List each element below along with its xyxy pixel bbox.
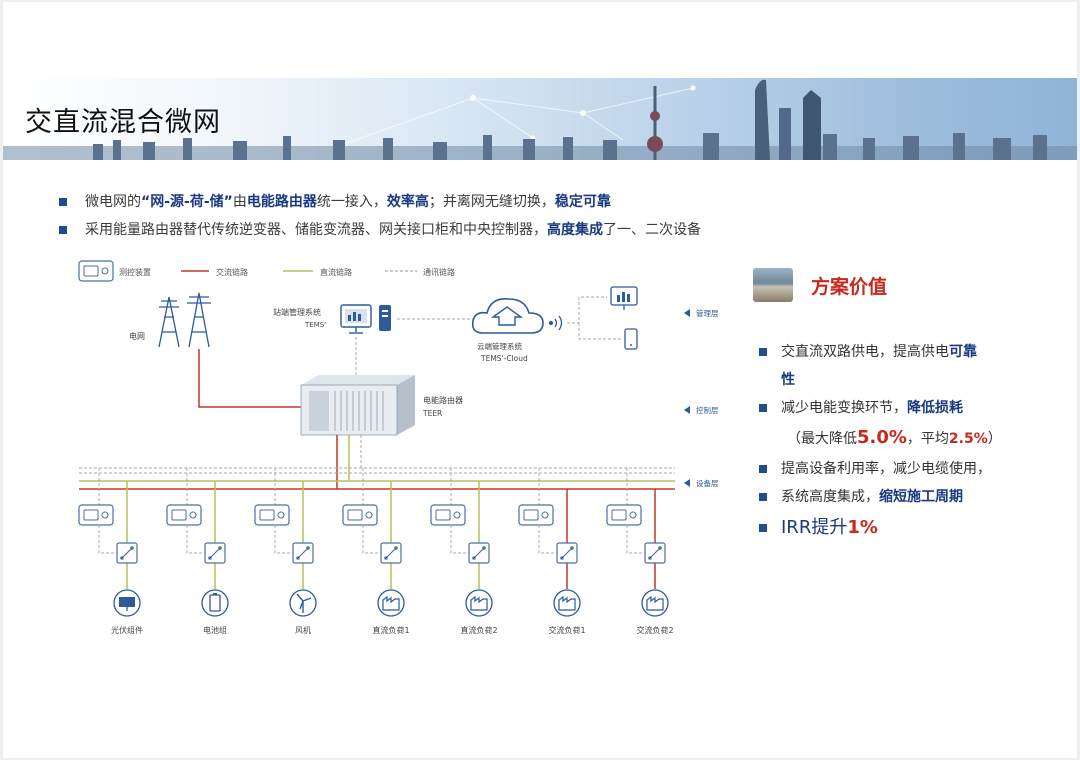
bullet-square-icon — [759, 524, 767, 532]
value-item-reliability: 交直流双路供电，提高供电可靠 性 — [757, 338, 1047, 394]
microgrid-diagram: 测控装置 交流链路 直流链路 通讯链路 电网 站端管理系统 TEMS' — [78, 260, 719, 635]
page-title: 交直流混合微网 — [25, 107, 221, 138]
load-label: 直流负荷2 — [460, 625, 497, 635]
value-list: 交直流双路供电，提高供电可靠 性 减少电能变换环节，降低损耗 （最大降低5.0%… — [757, 338, 1047, 545]
load-label: 直流负荷1 — [372, 625, 409, 635]
grid-label: 电网 — [129, 331, 145, 341]
summary-bullet-2: 采用能量路由器替代传统逆变器、储能变流器、网关接口柜和中央控制器，高度集成了一、… — [55, 220, 701, 248]
station-system-code: TEMS' — [304, 321, 326, 329]
cloud-system-code: TEMS'-Cloud — [480, 354, 528, 363]
battery-icon — [201, 589, 229, 617]
bullet-square-icon — [759, 404, 767, 412]
value-item-irr: IRR提升1% — [757, 511, 1047, 545]
load-label: 风机 — [295, 625, 311, 635]
station-system-label: 站端管理系统 — [273, 307, 321, 317]
legend-device: 测控装置 — [119, 267, 151, 277]
ac-load-1-icon — [553, 589, 581, 617]
solution-thumbnail-icon — [753, 268, 793, 302]
value-item-loss-detail: （最大降低5.0%，平均2.5%） — [787, 427, 1002, 448]
legend: 测控装置 交流链路 直流链路 通讯链路 — [78, 260, 455, 282]
wireless-icon — [548, 315, 563, 331]
value-item-loss: 减少电能变换环节，降低损耗 — [757, 394, 1047, 422]
layer-device: 设备层 — [696, 478, 719, 488]
load-label: 交流负荷2 — [636, 625, 673, 635]
cloud-icon — [471, 297, 544, 334]
wind-turbine-icon — [289, 589, 317, 617]
legend-ac: 交流链路 — [216, 267, 248, 277]
router-label: 电能路由器 — [423, 395, 463, 405]
pv-panel-icon — [113, 589, 141, 617]
skyline-illustration — [3, 79, 1077, 160]
server-icon — [379, 305, 391, 331]
solution-value-heading: 方案价值 — [811, 276, 888, 298]
cloud-system-label: 云端管理系统 — [477, 341, 522, 351]
mobile-phone-icon — [624, 328, 638, 350]
value-item-utilization: 提高设备利用率，减少电缆使用， — [757, 455, 1047, 483]
bullet-square-icon — [759, 493, 767, 501]
bullet-square-icon — [59, 226, 67, 234]
ac-load-2-icon — [641, 589, 669, 617]
legend-comm: 通讯链路 — [423, 267, 455, 277]
layer-labels: 管理层 控制层 设备层 — [684, 308, 719, 488]
bullet-square-icon — [759, 348, 767, 356]
summary-bullets: 微电网的“网-源-荷-储”由电能路由器统一接入，效率高；并离网无缝切换，稳定可靠… — [55, 192, 701, 248]
layer-management: 管理层 — [696, 308, 719, 318]
device-legend-icon — [78, 260, 114, 282]
grid-ac-link — [198, 349, 301, 408]
router-code: TEER — [422, 409, 442, 418]
load-label: 交流负荷1 — [548, 625, 585, 635]
bullet-square-icon — [759, 465, 767, 473]
dc-load-1-icon — [377, 589, 405, 617]
bullet-square-icon — [59, 198, 67, 206]
header-banner — [3, 78, 1077, 160]
value-item-integration: 系统高度集成，缩短施工周期 — [757, 483, 1047, 511]
summary-bullet-1: 微电网的“网-源-荷-储”由电能路由器统一接入，效率高；并离网无缝切换，稳定可靠 — [55, 192, 701, 220]
load-label: 电池组 — [203, 625, 227, 635]
layer-control: 控制层 — [696, 405, 719, 415]
device-branches — [78, 468, 666, 589]
power-grid-tower-icon — [158, 292, 211, 348]
legend-dc: 直流链路 — [320, 267, 352, 277]
slide: 交直流混合微网 微电网的“网-源-荷-储”由电能路由器统一接入，效率高；并离网无… — [3, 2, 1077, 758]
load-label: 光伏组件 — [111, 625, 143, 635]
desktop-monitor-icon — [610, 286, 638, 310]
energy-router-cabinet-icon — [300, 375, 415, 436]
dc-load-2-icon — [465, 589, 493, 617]
monitor-icon — [340, 304, 372, 334]
